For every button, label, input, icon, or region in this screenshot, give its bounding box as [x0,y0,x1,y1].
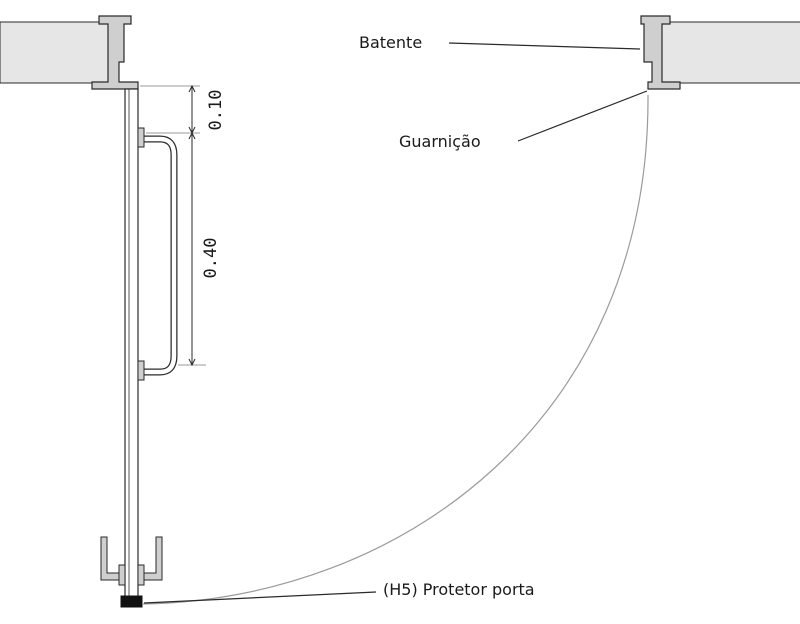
left-wall [0,21,109,84]
door-protector [120,595,143,608]
dimension-top-gap-label: 0.10 [206,90,226,131]
door-stop-right [137,536,163,586]
label-protetor: (H5) Protetor porta [383,580,535,599]
label-batente: Batente [359,33,422,52]
leader-protetor [143,591,377,604]
dimension-handle-length: 0.40 [178,131,221,367]
leader-guarnicao [517,90,648,142]
leader-batente [448,42,641,50]
right-jamb [640,15,681,90]
label-guarnicao: Guarnição [399,132,481,151]
left-jamb [91,15,139,90]
door-stop-left [100,536,126,586]
dimension-top-gap: 0.10 [140,84,226,135]
door-leaf [124,88,139,598]
door-swing-arc [141,94,649,605]
dimension-handle-length-label: 0.40 [201,238,221,279]
door-handle [137,127,178,381]
right-wall [661,21,800,84]
